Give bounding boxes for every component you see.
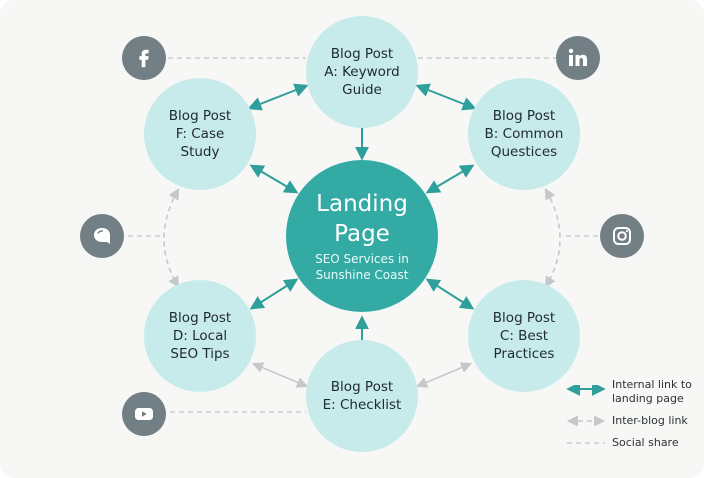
inter-blog-link-f-d — [163, 188, 180, 288]
legend-internal-link-line1: Internal link to — [612, 378, 692, 391]
youtube-icon[interactable] — [122, 392, 166, 436]
blog-post-b-line1: Blog Post — [492, 108, 556, 124]
social-share-swatch — [567, 442, 605, 444]
inter-blog-link-b-c — [544, 188, 561, 288]
blog-post-e-line2: E: Checklist — [322, 397, 402, 413]
inter-blog-link-swatch — [566, 416, 606, 426]
blog-post-c-line3: Practices — [493, 346, 555, 362]
instagram-icon[interactable] — [600, 214, 644, 258]
blog-post-b-node: Blog Post B: Common Questices — [468, 78, 580, 190]
blog-post-f-line2: F: Case — [175, 126, 225, 142]
linkedin-icon[interactable] — [556, 36, 600, 80]
legend-internal-link-line2: landing page — [612, 392, 684, 405]
blog-post-c-line2: C: Best — [499, 328, 549, 344]
hub-subtitle-line2: Sunshine Coast — [315, 268, 409, 282]
blog-post-e-node: Blog Post E: Checklist — [306, 340, 418, 452]
hub-subtitle-line1: SEO Services in — [315, 252, 409, 266]
blog-post-a-node: Blog Post A: Keyword Guide — [306, 16, 418, 128]
internal-link-a-f — [247, 83, 309, 111]
hub-title-line1: Landing — [316, 191, 408, 217]
internal-link-swatch — [566, 385, 606, 396]
legend-social-share-label: Social share — [612, 436, 679, 449]
facebook-icon[interactable] — [122, 36, 166, 80]
internal-link-a-b — [415, 83, 477, 111]
blog-post-d-node: Blog Post D: Local SEO Tips — [144, 280, 256, 392]
blog-post-a-line3: Guide — [342, 82, 382, 98]
hub-title-line2: Page — [334, 221, 390, 247]
landing-page-hub: Landing Page SEO Services in Sunshine Co… — [286, 160, 438, 312]
blog-post-f-line3: Study — [180, 144, 220, 160]
inter-blog-link-d-e — [251, 362, 309, 388]
legend-inter-blog-link-label: Inter-blog link — [612, 414, 688, 427]
legend-internal-link: Internal link to landing page — [566, 378, 692, 406]
blog-post-d-line1: Blog Post — [168, 310, 232, 326]
legend-inter-blog-link: Inter-blog link — [566, 414, 692, 428]
blog-post-a-line1: Blog Post — [330, 46, 394, 62]
blog-post-d-line2: D: Local — [172, 328, 228, 344]
legend-social-share: Social share — [566, 436, 692, 450]
blog-post-f-node: Blog Post F: Case Study — [144, 78, 256, 190]
blog-post-b-line3: Questices — [490, 144, 558, 160]
internal-link-b-hub — [425, 164, 475, 194]
internal-link-f-hub — [249, 164, 299, 194]
inter-blog-link-e-c — [415, 362, 473, 388]
blog-post-c-line1: Blog Post — [492, 310, 556, 326]
internal-link-d-hub — [249, 278, 299, 310]
blog-post-d-line3: SEO Tips — [170, 346, 230, 362]
blog-post-c-node: Blog Post C: Best Practices — [468, 280, 580, 392]
chat-bubble-icon[interactable] — [80, 214, 124, 258]
internal-link-c-hub — [425, 278, 475, 310]
blog-post-f-line1: Blog Post — [168, 108, 232, 124]
blog-post-e-line1: Blog Post — [330, 379, 394, 395]
blog-post-b-line2: B: Common — [484, 126, 564, 142]
legend: Internal link to landing page Inter-blog… — [566, 378, 692, 450]
blog-post-a-line2: A: Keyword — [324, 64, 400, 80]
